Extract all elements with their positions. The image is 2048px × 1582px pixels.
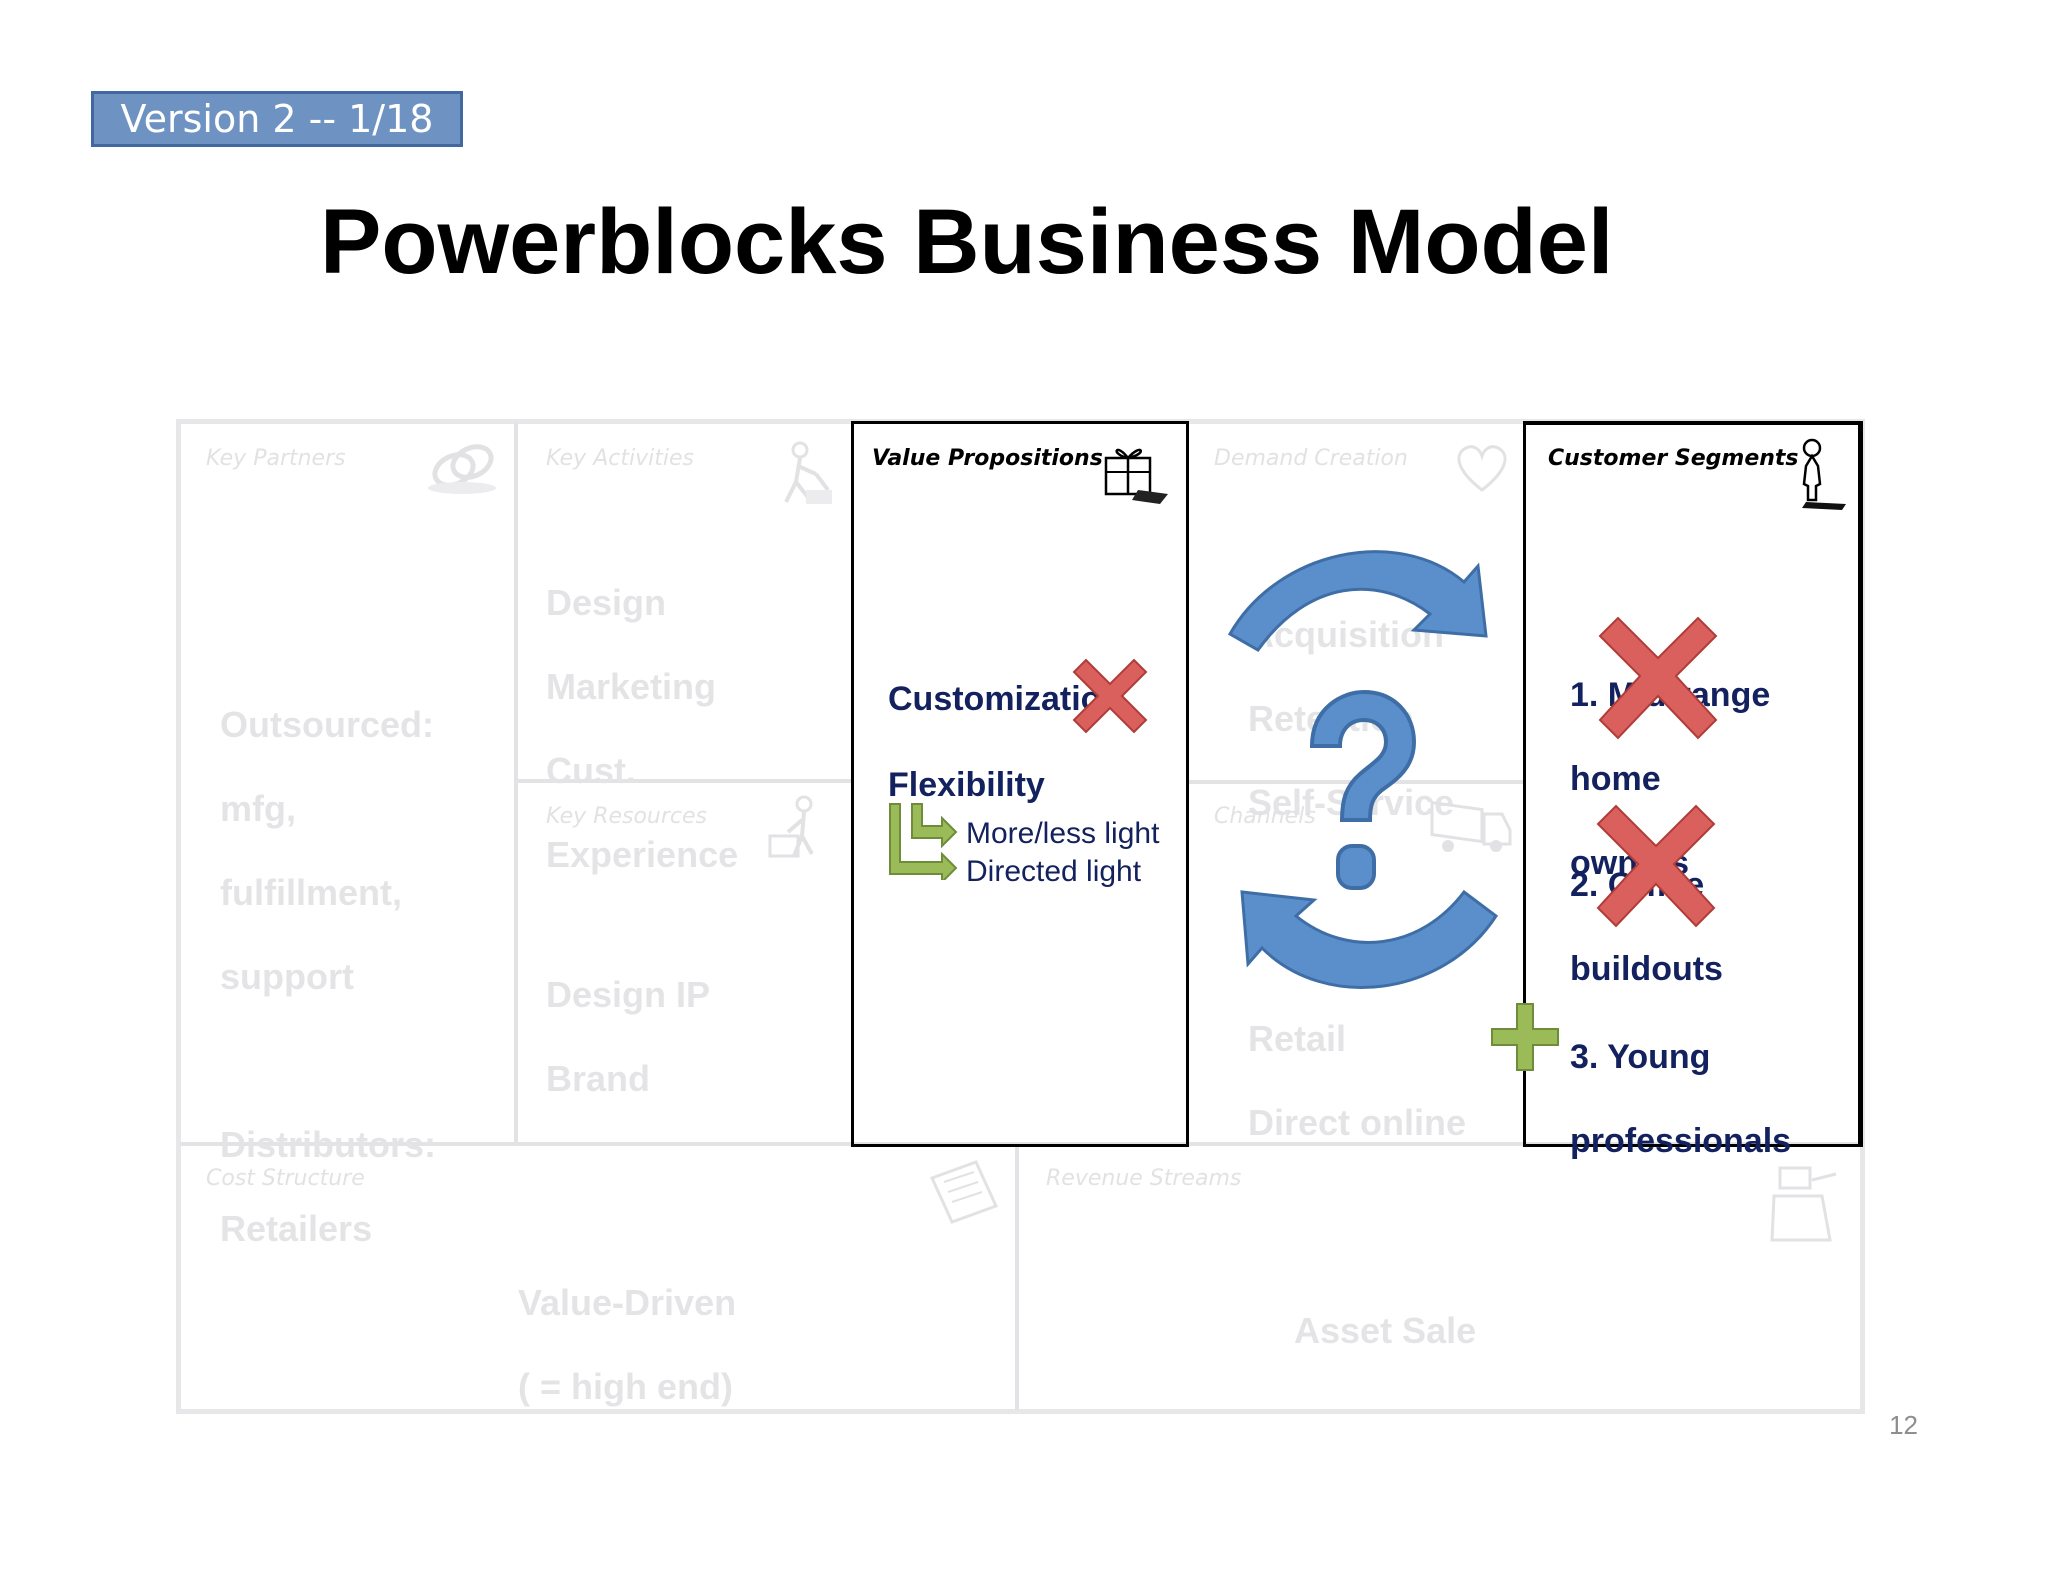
- page-title: Powerblocks Business Model: [320, 191, 1614, 293]
- key-partners-header: Key Partners: [206, 446, 346, 471]
- key-activities-header: Key Activities: [546, 446, 694, 471]
- key-resources-header: Key Resources: [546, 804, 708, 829]
- key-partners-text: Outsourced: mfg, fulfillment, support Di…: [220, 704, 436, 1249]
- demand-creation-header: Demand Creation: [1214, 446, 1408, 471]
- cross-icon: [1596, 804, 1716, 928]
- plus-icon: [1491, 1003, 1559, 1071]
- chain-link-icon: [428, 444, 496, 494]
- key-activities-text: Design Marketing Cust. Experience: [546, 582, 739, 875]
- receipt-icon: [929, 1160, 999, 1224]
- revenue-streams-header: Revenue Streams: [1046, 1166, 1242, 1191]
- value-propositions-block: [851, 421, 1189, 1147]
- page-number: 12: [1889, 1410, 1918, 1440]
- person-icon: [1802, 438, 1846, 510]
- divider: [514, 423, 518, 1145]
- segment-3: 3. Young professionals: [1570, 1038, 1792, 1160]
- cross-icon: [1598, 616, 1718, 740]
- customer-segments-header: Customer Segments: [1548, 446, 1799, 471]
- value-prop-sub-more-less: More/less light: [966, 817, 1160, 850]
- value-prop-flexibility: Flexibility: [888, 766, 1045, 804]
- revenue-streams-text: Asset Sale: [1294, 1310, 1477, 1351]
- divider: [1015, 1144, 1019, 1410]
- cost-structure-header: Cost Structure: [206, 1166, 365, 1191]
- question-mark-icon: [1309, 689, 1417, 890]
- cross-icon: [1072, 658, 1148, 734]
- value-propositions-header: Value Propositions: [872, 446, 1103, 471]
- truck-icon: [1430, 800, 1512, 852]
- cost-structure-text: Value-Driven ( = high end): [518, 1282, 737, 1407]
- channels-header: Channels: [1214, 804, 1316, 829]
- value-prop-sub-directed: Directed light: [966, 855, 1142, 888]
- customer-segments-block: [1523, 421, 1863, 1147]
- gift-box-icon: [1104, 448, 1168, 504]
- channels-text: Retail Direct online: [1248, 1018, 1467, 1143]
- sub-item-arrows-icon: [889, 803, 958, 880]
- cash-register-icon: [1770, 1166, 1837, 1242]
- key-resources-text: Design IP Brand: [546, 974, 711, 1099]
- heart-icon: [1457, 445, 1507, 492]
- factory-worker-icon: [768, 795, 814, 858]
- divider: [516, 779, 851, 783]
- version-badge: Version 2 -- 1/18: [91, 91, 463, 147]
- worker-icon: [784, 441, 832, 504]
- cycle-arrows-icon: [1227, 550, 1499, 989]
